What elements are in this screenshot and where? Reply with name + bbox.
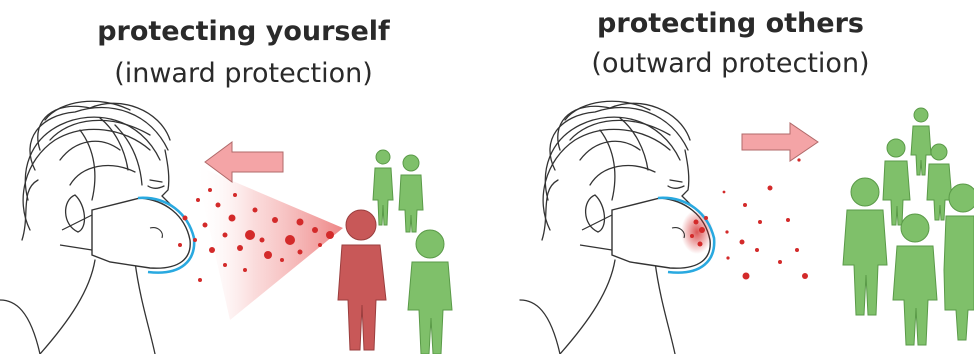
panel-subheading: (inward protection) bbox=[0, 60, 487, 87]
healthy-person-icon bbox=[893, 214, 937, 345]
healthy-person-icon bbox=[399, 155, 423, 232]
infected-person-icon bbox=[338, 210, 386, 350]
panel-subheading: (outward protection) bbox=[487, 50, 974, 77]
left-panel bbox=[0, 101, 452, 354]
right-panel bbox=[520, 101, 974, 354]
healthy-person-icon bbox=[883, 139, 910, 225]
outward-droplets bbox=[723, 158, 808, 279]
healthy-person-icon bbox=[408, 230, 452, 354]
panel-heading: protecting yourself bbox=[0, 18, 487, 45]
healthy-person-icon bbox=[373, 150, 393, 225]
left-mask bbox=[60, 198, 194, 273]
droplet-spray-cone bbox=[195, 165, 343, 320]
right-mask bbox=[580, 198, 714, 273]
panel-heading: protecting others bbox=[487, 10, 974, 37]
healthy-person-icon bbox=[944, 184, 974, 340]
outward-arrow-icon bbox=[742, 123, 818, 161]
healthy-person-icon bbox=[843, 178, 887, 315]
healthy-person-icon bbox=[911, 108, 931, 175]
trapped-droplets-cloud bbox=[681, 210, 713, 254]
